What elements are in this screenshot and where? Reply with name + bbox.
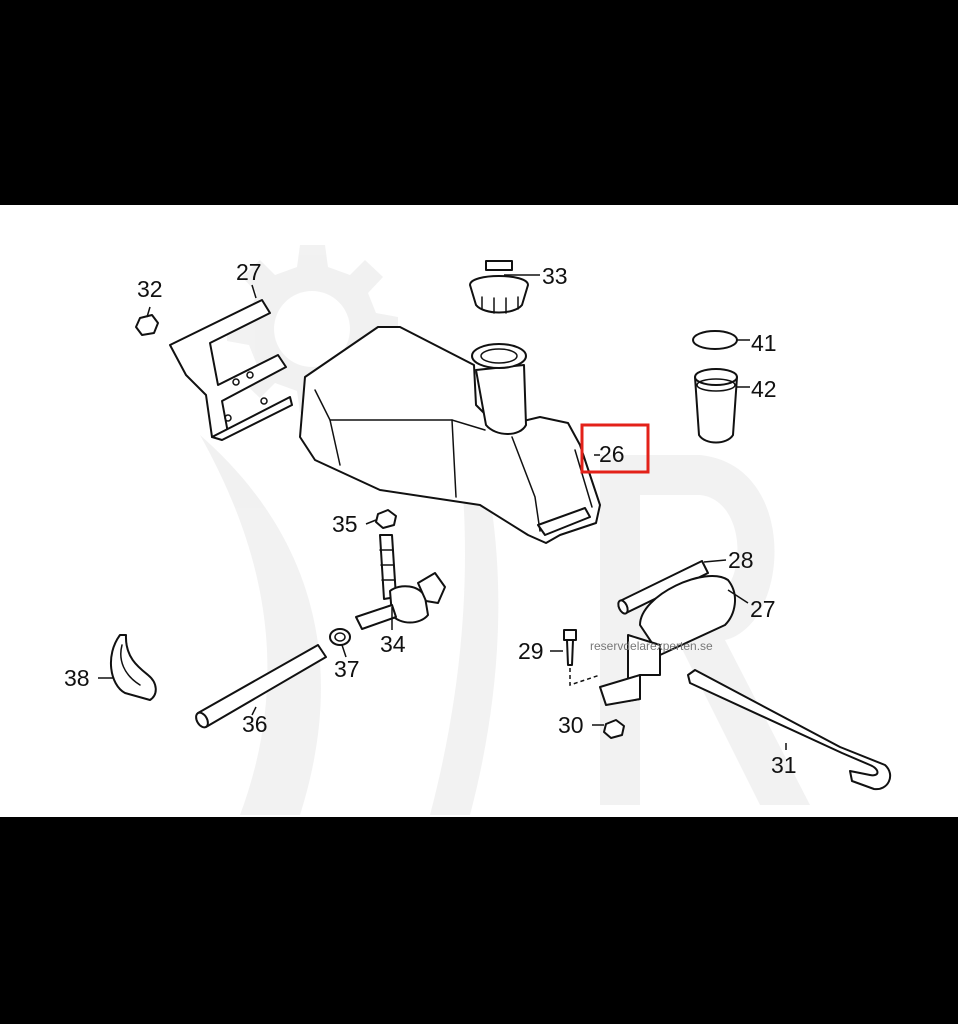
pin-28 bbox=[617, 560, 709, 615]
bolt-29 bbox=[563, 629, 601, 687]
gasket-41 bbox=[692, 330, 738, 350]
fuel-hose-36 bbox=[195, 644, 327, 729]
callout-38: 38 bbox=[64, 665, 90, 691]
callout-27-upper: 27 bbox=[236, 259, 262, 285]
hose-clip-37 bbox=[329, 628, 351, 646]
callout-26: 26 bbox=[599, 441, 625, 467]
fuel-cap-33 bbox=[469, 260, 529, 314]
callout-35: 35 bbox=[332, 511, 358, 537]
nut-35 bbox=[375, 509, 397, 529]
callout-42: 42 bbox=[751, 376, 777, 402]
callout-34: 34 bbox=[380, 631, 406, 657]
callout-32: 32 bbox=[137, 276, 163, 302]
bracket-27-upper bbox=[169, 299, 293, 441]
callout-30: 30 bbox=[558, 712, 584, 738]
callout-41: 41 bbox=[751, 330, 777, 356]
strainer-42 bbox=[694, 368, 738, 444]
callout-31: 31 bbox=[771, 752, 797, 778]
leader-lines bbox=[98, 274, 787, 750]
callout-33: 33 bbox=[542, 263, 568, 289]
nut-32 bbox=[135, 314, 159, 336]
callout-28: 28 bbox=[728, 547, 754, 573]
callout-29: 29 bbox=[518, 638, 544, 664]
cable-tie-38 bbox=[109, 634, 157, 701]
callout-27-lower: 27 bbox=[750, 596, 776, 622]
callout-37: 37 bbox=[334, 656, 360, 682]
callout-36: 36 bbox=[242, 711, 268, 737]
nut-30 bbox=[603, 719, 625, 739]
bracket-27-lower bbox=[599, 575, 736, 706]
highlight-box-26 bbox=[580, 423, 650, 474]
rod-31 bbox=[687, 669, 892, 791]
fuel-valve-34 bbox=[355, 534, 446, 630]
watermark-text: reservdelarexperten.se bbox=[590, 639, 713, 653]
diagram-panel: 32 27 33 41 42 26 35 28 27 29 34 37 38 3… bbox=[0, 205, 958, 817]
parts-diagram: 32 27 33 41 42 26 35 28 27 29 34 37 38 3… bbox=[64, 245, 892, 815]
fuel-tank-26 bbox=[299, 326, 601, 544]
